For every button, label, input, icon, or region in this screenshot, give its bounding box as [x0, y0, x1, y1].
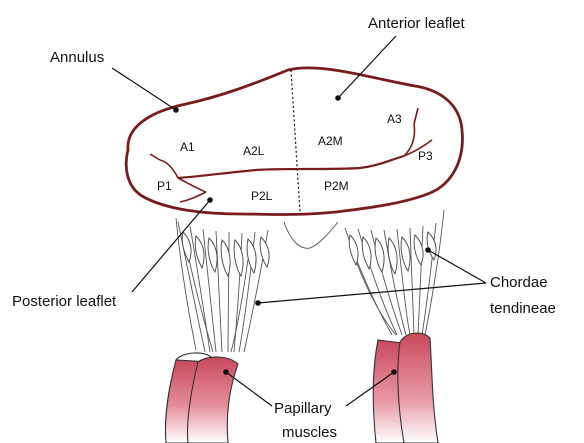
papillary-muscle-right	[373, 333, 438, 443]
leader-chordae-lower	[258, 283, 486, 303]
pointer-dot-posterior-leaflet	[207, 197, 213, 203]
pointer-dot-papillary-right	[391, 369, 397, 375]
segment-p3: P3	[418, 149, 433, 163]
chordae-arch-right	[310, 222, 338, 248]
chordae-left	[178, 222, 269, 352]
segment-a3: A3	[387, 112, 402, 126]
label-chordae-line2: tendineae	[490, 300, 556, 317]
pointer-dot-chordae-left	[255, 300, 261, 306]
leader-papillary-left	[226, 372, 272, 406]
label-chordae-line1: Chordae	[490, 274, 548, 291]
mitral-valve	[126, 68, 462, 215]
chordae-arch-left	[284, 222, 310, 248]
leader-annulus	[112, 68, 176, 110]
label-papillary-line1: Papillary	[274, 400, 332, 417]
segment-p1: P1	[157, 179, 172, 193]
label-papillary-line2: muscles	[282, 424, 337, 441]
pointer-dot-annulus	[173, 107, 179, 113]
callout-papillary-muscles: Papillary muscles	[223, 369, 397, 441]
segment-a1: A1	[180, 140, 195, 154]
annulus-ring	[126, 68, 462, 215]
pointer-dot-papillary-left	[223, 369, 229, 375]
callout-posterior-leaflet: Posterior leaflet	[12, 197, 213, 310]
segment-p2l: P2L	[251, 189, 273, 203]
segment-a2l: A2L	[243, 144, 265, 158]
label-annulus: Annulus	[50, 49, 104, 66]
label-posterior-leaflet: Posterior leaflet	[12, 293, 117, 310]
label-anterior-leaflet: Anterior leaflet	[368, 15, 466, 32]
pointer-dot-chordae-right	[425, 247, 431, 253]
segment-a2m: A2M	[318, 134, 343, 148]
pointer-dot-anterior-leaflet	[335, 95, 341, 101]
chordae-right	[345, 223, 436, 335]
callout-annulus: Annulus	[50, 49, 179, 113]
chordae-outline-right	[425, 210, 444, 335]
papillary-muscle-left	[165, 353, 238, 443]
segment-p2m: P2M	[324, 179, 349, 193]
